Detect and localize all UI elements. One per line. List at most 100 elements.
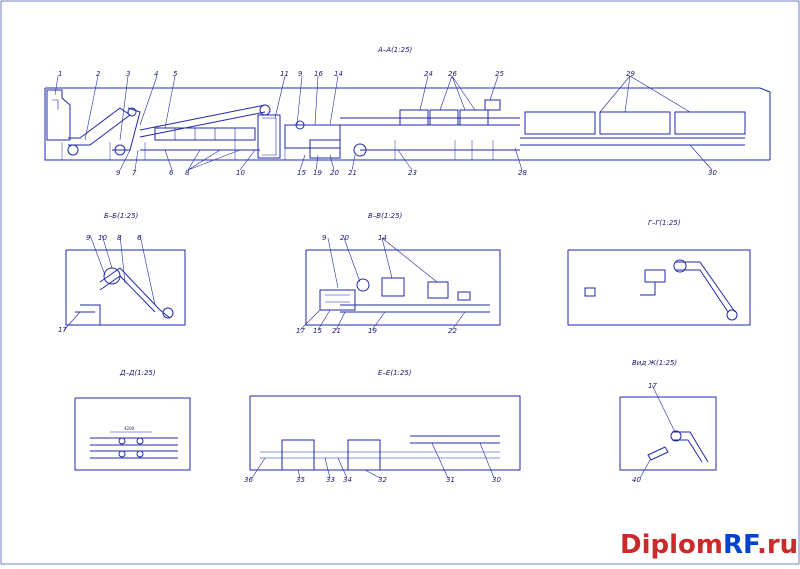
aa-callout-29: 29 — [626, 70, 635, 78]
dd-dim-label: 4200 — [124, 426, 135, 431]
section-dd: Д–Д(1:25) 4200 — [74, 369, 191, 471]
vv-callout-15: 15 — [313, 327, 322, 335]
vv-unit-14b — [427, 281, 449, 299]
aa-return-line — [520, 137, 745, 146]
zh-outline — [619, 396, 717, 471]
bb-pulley — [162, 307, 174, 319]
dd-roller-4 — [136, 450, 144, 458]
watermark-part-2: RF — [723, 530, 759, 560]
gg-incline — [675, 261, 736, 313]
aa-dryer-3 — [674, 111, 746, 135]
section-ee: Е–Е(1:25) 36 35 33 34 32 31 30 — [244, 369, 521, 484]
ee-callout-35: 35 — [296, 476, 305, 484]
vv-motor — [457, 291, 471, 301]
aa-unit-26b — [459, 109, 489, 126]
aa-callout-15: 15 — [297, 169, 306, 177]
ee-callout-32: 32 — [378, 476, 387, 484]
aa-callout-11: 11 — [280, 70, 289, 78]
bb-callout-17: 17 — [58, 326, 67, 334]
vv-callout-22: 22 — [448, 327, 457, 335]
aa-callout-24: 24 — [424, 70, 433, 78]
gg-hopper — [640, 269, 666, 296]
ee-callout-30: 30 — [492, 476, 501, 484]
aa-room-outline — [44, 87, 771, 161]
aa-callout-16: 16 — [314, 70, 323, 78]
vv-callout-17: 17 — [296, 327, 305, 335]
aa-frame-11-inner — [262, 117, 277, 156]
zh-incline — [672, 431, 709, 463]
ee-leaders — [251, 442, 495, 479]
vv-callout-21: 21 — [332, 327, 341, 335]
aa-callout-19: 19 — [313, 169, 322, 177]
vv-unit-15 — [319, 289, 356, 311]
ee-unit-32 — [347, 439, 381, 471]
vv-unit-detail — [325, 294, 350, 303]
aa-dryer-1 — [524, 111, 596, 135]
view-zh: Вид Ж(1:25) 17 40 — [619, 359, 717, 484]
ee-callout-34: 34 — [343, 476, 352, 484]
vv-callout-20: 20 — [340, 234, 349, 242]
aa-pulley-1 — [67, 144, 79, 156]
bb-callout-6: 6 — [137, 234, 142, 242]
gg-pulley — [726, 309, 738, 321]
aa-unit-25 — [484, 99, 501, 111]
vv-outline — [305, 249, 501, 326]
vv-callout-19: 19 — [368, 327, 377, 335]
aa-callout-25: 25 — [495, 70, 504, 78]
ee-line — [260, 451, 500, 459]
watermark-part-1: Diplom — [620, 530, 723, 560]
bb-outline — [65, 249, 186, 326]
dd-rails — [90, 437, 178, 459]
aa-leaders-top — [54, 75, 691, 141]
bb-incline — [99, 267, 171, 319]
vv-leaders — [299, 237, 466, 331]
bb-callout-10: 10 — [98, 234, 107, 242]
zh-drum — [670, 430, 682, 442]
view-zh-title: Вид Ж(1:25) — [632, 359, 677, 367]
aa-callout-9: 9 — [298, 70, 303, 78]
bb-leaders — [63, 234, 156, 331]
aa-incline-conveyor-1 — [68, 107, 131, 146]
aa-callout-9b: 9 — [116, 169, 121, 177]
vv-conveyor — [340, 304, 490, 313]
watermark-part-3: .ru — [757, 530, 798, 560]
ee-outline — [249, 395, 521, 471]
aa-callout-2: 2 — [96, 70, 101, 78]
section-vv-title: В–В(1:25) — [368, 212, 403, 220]
gg-drum — [673, 259, 687, 273]
bb-callout-8: 8 — [117, 234, 122, 242]
zh-chute — [647, 446, 669, 461]
aa-callout-4: 4 — [154, 70, 158, 78]
aa-pulley-2 — [114, 144, 126, 156]
watermark-text: DiplomRF.ru — [620, 530, 798, 560]
aa-unit-24 — [399, 109, 429, 126]
bb-callout-9: 9 — [86, 234, 91, 242]
zh-callout-40: 40 — [632, 476, 641, 484]
aa-frame-11 — [257, 114, 281, 159]
vv-roller-20 — [356, 278, 370, 292]
ee-unit-35 — [281, 439, 315, 471]
section-dd-title: Д–Д(1:25) — [119, 369, 156, 377]
section-bb: Б–Б(1:25) 9 10 8 6 17 — [58, 212, 186, 334]
section-bb-title: Б–Б(1:25) — [104, 212, 139, 220]
aa-dimension-lines — [61, 140, 494, 160]
aa-pulley-4 — [259, 104, 271, 116]
gg-block — [584, 287, 596, 297]
section-aa: A–A(1:25) — [44, 46, 771, 177]
aa-unit-26a — [429, 109, 459, 126]
ee-callout-36: 36 — [244, 476, 253, 484]
section-aa-title: A–A(1:25) — [377, 46, 413, 54]
aa-callout-8: 8 — [185, 169, 190, 177]
section-gg: Г–Г(1:25) — [567, 219, 751, 326]
section-gg-title: Г–Г(1:25) — [648, 219, 681, 227]
gg-outline — [567, 249, 751, 326]
aa-callout-1: 1 — [58, 70, 62, 78]
vv-callout-9: 9 — [322, 234, 327, 242]
aa-callout-14: 14 — [334, 70, 343, 78]
aa-callout-20: 20 — [330, 169, 339, 177]
aa-callout-7: 7 — [132, 169, 137, 177]
aa-callout-30: 30 — [708, 169, 717, 177]
dd-roller-3 — [118, 450, 126, 458]
aa-pulley-3 — [127, 107, 137, 117]
